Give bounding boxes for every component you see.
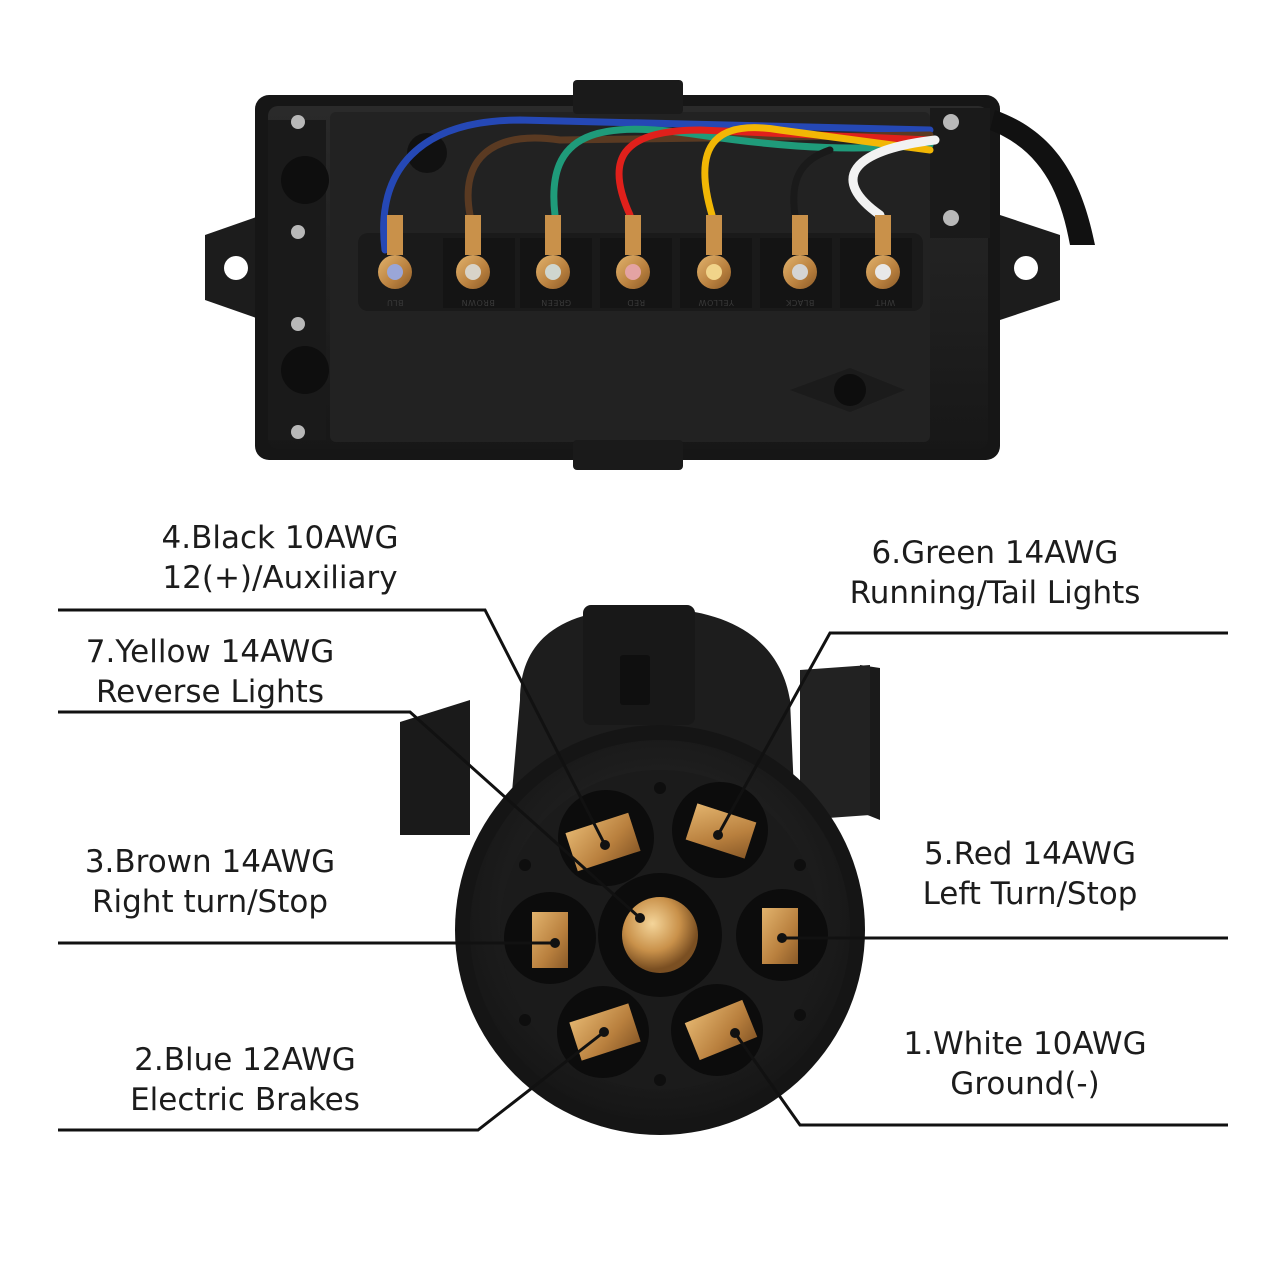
terminal-code-green: GREEN — [541, 298, 571, 307]
pin-label-black-title: 4.Black 10AWG — [161, 520, 399, 556]
pin-label-brown-title: 3.Brown 14AWG — [84, 844, 336, 880]
terminal-code-red: RED — [627, 298, 645, 307]
pin-label-yellow-title: 7.Yellow 14AWG — [85, 634, 335, 670]
terminal-code-blu: BLU — [387, 298, 404, 307]
pin-label-black-function: 12(+)/Auxiliary — [162, 560, 398, 596]
pin-label-white-title: 1.White 10AWG — [903, 1026, 1147, 1062]
terminal-code-brown: BROWN — [461, 298, 495, 307]
pin-label-green-title: 6.Green 14AWG — [871, 535, 1119, 571]
pin-label-red-title: 5.Red 14AWG — [924, 836, 1136, 872]
pin-label-brown: 3.Brown 14AWG Right turn/Stop — [60, 842, 360, 922]
pin-label-yellow: 7.Yellow 14AWG Reverse Lights — [60, 632, 360, 712]
pin-label-black: 4.Black 10AWG 12(+)/Auxiliary — [140, 518, 420, 598]
pin-label-blue-function: Electric Brakes — [130, 1082, 360, 1118]
junction-wires — [380, 116, 940, 254]
terminal-strip — [443, 238, 912, 308]
ring-terminals — [378, 215, 900, 289]
pin-label-red: 5.Red 14AWG Left Turn/Stop — [900, 834, 1160, 914]
pin-label-green: 6.Green 14AWG Running/Tail Lights — [830, 533, 1160, 613]
terminal-code-wht: WHT — [875, 298, 895, 307]
terminal-code-yellow: YELLOW — [698, 298, 735, 307]
pin-label-white: 1.White 10AWG Ground(-) — [870, 1024, 1180, 1104]
center-ground-pin — [622, 897, 698, 973]
pin-label-blue-title: 2.Blue 12AWG — [134, 1042, 356, 1078]
junction-box-icon: BLU BROWN GREEN RED YELLOW BLACK WHT — [205, 80, 1095, 470]
pin-label-red-function: Left Turn/Stop — [922, 876, 1138, 912]
pin-label-yellow-function: Reverse Lights — [96, 674, 324, 710]
pin-label-blue: 2.Blue 12AWG Electric Brakes — [110, 1040, 380, 1120]
terminal-codes: BLU BROWN GREEN RED YELLOW BLACK WHT — [387, 298, 896, 307]
seven-way-plug-icon — [400, 605, 880, 1135]
pin-label-green-function: Running/Tail Lights — [849, 575, 1141, 611]
pin-label-brown-function: Right turn/Stop — [91, 884, 329, 920]
terminal-code-black: BLACK — [785, 298, 814, 307]
leader-lines — [58, 608, 1228, 1132]
pin-label-white-function: Ground(-) — [950, 1066, 1100, 1102]
